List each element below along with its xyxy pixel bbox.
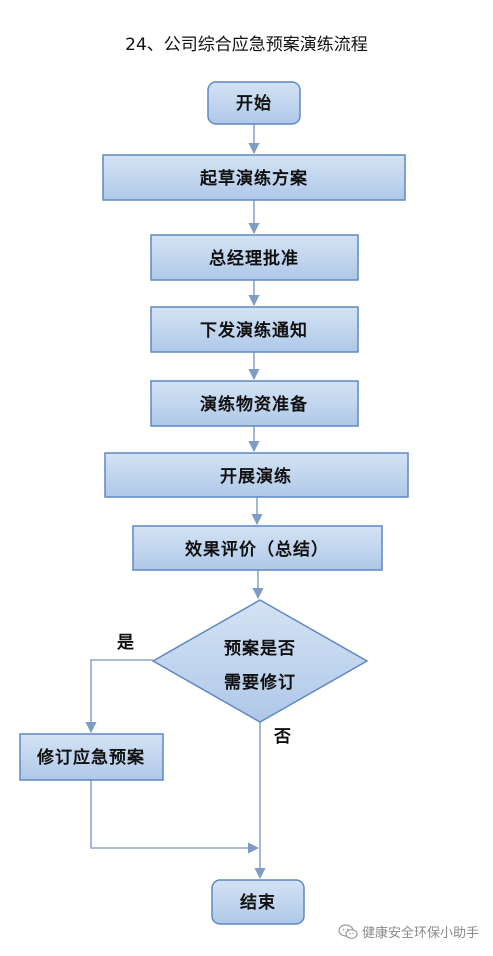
arrow-decision-yes-to-revise (85, 659, 153, 734)
node-draft-label: 起草演练方案 (199, 168, 308, 189)
node-revise: 修订应急预案 (19, 733, 164, 781)
node-prepare-label: 演练物资准备 (200, 394, 308, 415)
node-evaluate: 效果评价（总结） (132, 525, 383, 571)
branch-label-no: 否 (273, 727, 291, 747)
node-notify: 下发演练通知 (150, 306, 359, 353)
node-notify-label: 下发演练通知 (200, 320, 308, 341)
node-prepare: 演练物资准备 (150, 380, 359, 427)
node-decision-label-line1: 预案是否 (224, 638, 296, 659)
node-end-label: 结束 (240, 892, 276, 913)
node-revise-label: 修订应急预案 (36, 747, 145, 768)
node-start-label: 开始 (236, 93, 272, 114)
branch-label-yes: 是 (117, 633, 134, 653)
connectors (85, 124, 266, 880)
watermark-text: 健康安全环保小助手 (362, 926, 480, 941)
node-conduct: 开展演练 (104, 452, 409, 498)
node-draft: 起草演练方案 (102, 154, 406, 201)
node-evaluate-label: 效果评价（总结） (185, 539, 329, 560)
wechat-icon (338, 923, 358, 939)
node-decision: 预案是否 需要修订 (151, 599, 369, 723)
page-title: 24、公司综合应急预案演练流程 (125, 35, 368, 55)
arrow-revise-to-merge (90, 780, 260, 854)
node-end: 结束 (211, 879, 305, 925)
node-approve-label: 总经理批准 (209, 248, 299, 269)
node-start: 开始 (207, 81, 301, 125)
node-conduct-label: 开展演练 (220, 466, 292, 487)
node-approve: 总经理批准 (150, 234, 359, 281)
watermark: 健康安全环保小助手 (338, 922, 479, 941)
node-decision-label-line2: 需要修订 (224, 672, 296, 693)
